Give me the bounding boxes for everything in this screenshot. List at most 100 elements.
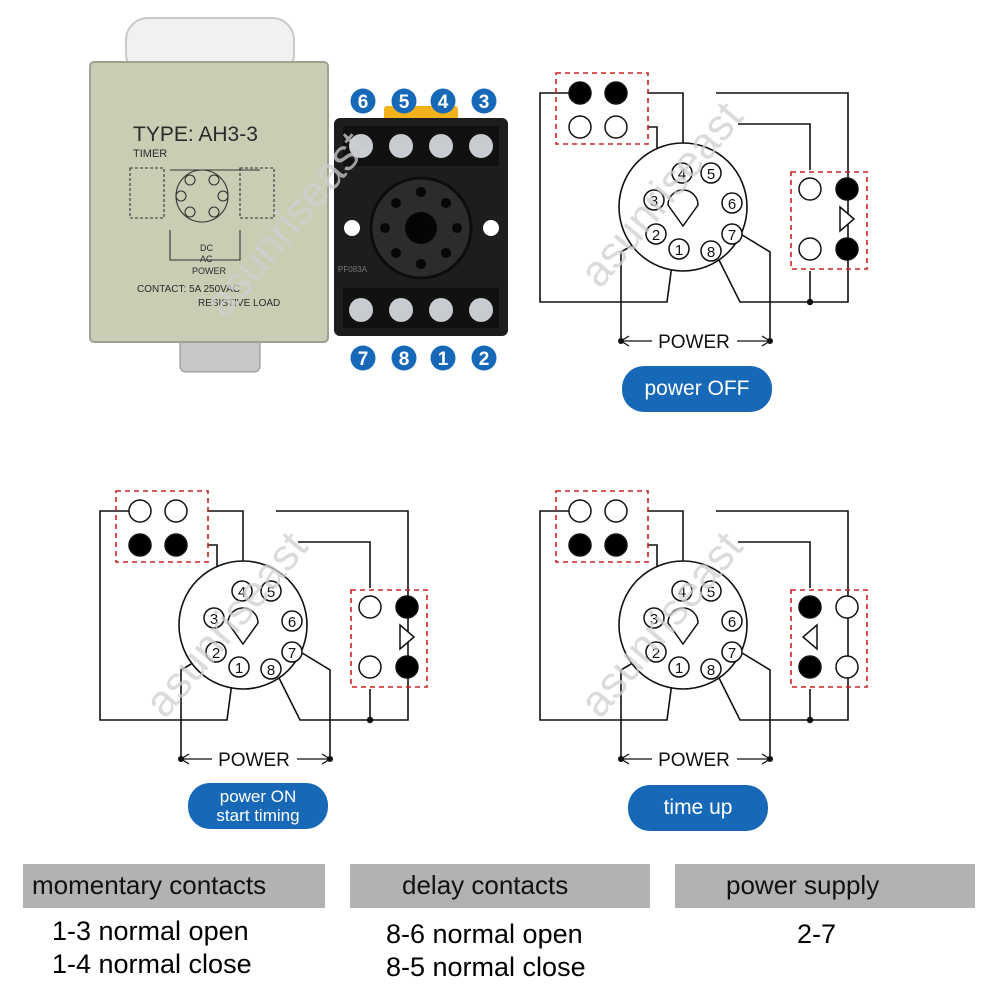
wire-momentary-common: [539, 510, 674, 721]
svg-text:7: 7: [728, 645, 736, 662]
svg-text:8: 8: [267, 662, 275, 679]
pin-6: 6: [721, 192, 743, 214]
momentary-contacts-header: momentary contacts: [23, 864, 325, 908]
wire-delay-outer: [275, 510, 409, 721]
socket-screws-top: [349, 134, 493, 158]
timer-label: TIMER: [133, 148, 167, 160]
svg-text:3: 3: [479, 92, 490, 113]
delay-symbol: [801, 623, 818, 651]
wire-delay-to-pin6: [298, 541, 371, 588]
contact-closed: [164, 533, 188, 557]
svg-text:2: 2: [652, 227, 660, 244]
pin-4: 4: [671, 162, 693, 184]
socket-photo: PF083A: [334, 106, 508, 336]
delay-contacts-title: delay contacts: [402, 870, 569, 900]
pin-4: 4: [231, 580, 253, 602]
svg-text:8: 8: [707, 244, 715, 261]
contact-open: [604, 499, 628, 523]
socket-label: PF083A: [338, 265, 368, 274]
contact-closed: [604, 81, 628, 105]
ac-label: AC: [200, 254, 213, 264]
svg-text:2: 2: [652, 645, 660, 662]
pin-7: 7: [721, 223, 743, 245]
power-small-label: POWER: [192, 266, 227, 276]
load-label: RESISTIVE LOAD: [198, 298, 280, 309]
contact-open: [358, 595, 382, 619]
pin-5: 5: [260, 580, 282, 602]
pin-2: 2: [205, 641, 227, 663]
pin-1: 1: [668, 656, 690, 678]
svg-text:8: 8: [399, 349, 410, 370]
svg-text:2: 2: [212, 645, 220, 662]
pin-1: 1: [668, 238, 690, 260]
pin-3: 3: [643, 189, 665, 211]
power-label: POWER: [658, 750, 730, 771]
delay-contacts: [350, 589, 428, 688]
pin-3: 3: [643, 607, 665, 629]
pin-6: 6: [281, 610, 303, 632]
svg-text:7: 7: [728, 227, 736, 244]
contact-closed: [798, 655, 822, 679]
pin-8: 8: [260, 658, 282, 680]
power-line-1: 2-7: [797, 919, 837, 949]
power-supply-title: power supply: [726, 870, 880, 900]
junction-dot: [806, 716, 814, 724]
badge-power-off: power OFF: [622, 366, 772, 412]
pin-5: 5: [700, 580, 722, 602]
socket-terminal-6: 6: [350, 88, 376, 114]
socket-terminal-1: 1: [430, 345, 456, 371]
svg-text:1: 1: [235, 660, 243, 677]
type-label: TYPE: AH3-3: [133, 123, 258, 146]
svg-text:2: 2: [479, 349, 490, 370]
delay-contacts: [790, 589, 868, 688]
svg-text:4: 4: [238, 584, 246, 601]
badge-power-on: power ON start timing: [188, 783, 328, 829]
contact-closed: [395, 595, 419, 619]
momentary-contacts: [555, 490, 649, 563]
socket-terminal-4: 4: [430, 88, 456, 114]
wire-momentary-common: [539, 92, 674, 303]
contact-label: CONTACT: 5A 250VAC: [137, 284, 240, 295]
pin-7: 7: [721, 641, 743, 663]
badge-time-up-text: time up: [663, 796, 733, 819]
power-supply-header: power supply: [675, 864, 975, 908]
power-arrow: POWER: [618, 750, 773, 771]
contact-open: [358, 655, 382, 679]
dc-label: DC: [200, 243, 213, 253]
pin-6: 6: [721, 610, 743, 632]
contact-closed: [835, 237, 859, 261]
momentary-contacts: [555, 72, 649, 145]
wire-delay-to-pin6: [738, 541, 811, 588]
wire-momentary-common: [99, 510, 234, 721]
svg-text:1: 1: [675, 242, 683, 259]
wire-power-right: [733, 647, 771, 759]
pin-3: 3: [203, 607, 225, 629]
svg-text:3: 3: [650, 611, 658, 628]
contact-closed: [835, 177, 859, 201]
delay-symbol: [839, 205, 856, 233]
momentary-line-1: 1-3 normal open: [52, 916, 249, 946]
wire-momentary-to-pin4: [208, 510, 244, 575]
pin-7: 7: [281, 641, 303, 663]
momentary-contacts: [115, 490, 209, 563]
svg-text:7: 7: [358, 349, 369, 370]
wire-delay-outer: [715, 510, 849, 721]
junction-dot: [806, 298, 814, 306]
svg-text:1: 1: [675, 660, 683, 677]
wire-momentary-to-pin4: [648, 92, 684, 157]
svg-text:6: 6: [728, 614, 736, 631]
svg-text:6: 6: [358, 92, 369, 113]
svg-text:5: 5: [399, 92, 410, 113]
socket-screws-bottom: [349, 298, 493, 322]
pin-1: 1: [228, 656, 250, 678]
svg-text:5: 5: [707, 166, 715, 183]
svg-text:7: 7: [288, 645, 296, 662]
pin-8: 8: [700, 240, 722, 262]
pin-2: 2: [645, 223, 667, 245]
momentary-contacts-title: momentary contacts: [32, 870, 267, 900]
badge-power-off-text: power OFF: [644, 377, 750, 400]
socket-terminal-8: 8: [391, 345, 417, 371]
